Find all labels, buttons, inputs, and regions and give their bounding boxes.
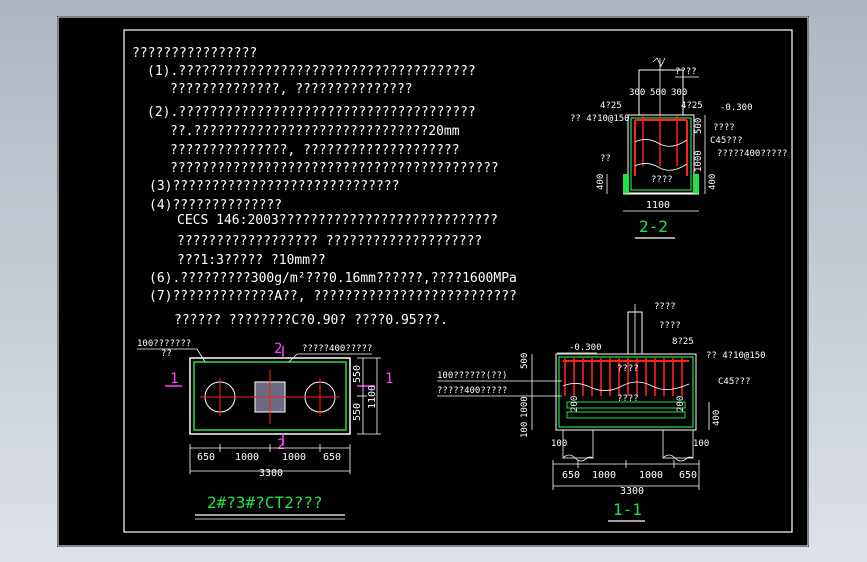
sec11-label: ?????400????? <box>437 386 507 396</box>
sec11-label: ???? <box>617 394 639 404</box>
sec11-label: C45??? <box>718 377 751 387</box>
note-line: ??.??????????????????????????????20mm <box>170 124 460 139</box>
concrete-cover <box>558 356 694 428</box>
dim-text: 200 <box>676 396 686 412</box>
cut-label-2: 2 <box>274 341 282 357</box>
note-line: (3)????????????????????????????? <box>149 179 399 194</box>
sec11-label: ???? <box>659 321 681 331</box>
dim-text: 1100 <box>367 385 378 409</box>
outer-frame <box>57 16 809 547</box>
pile-cap-plan[interactable]: 1 1 2 2 100??????? ?? ?????400????? 650 … <box>137 339 393 520</box>
dim-text: 1000 <box>592 470 616 481</box>
plan-title: 2#?3#?CT2??? <box>207 493 323 512</box>
dim-text: 650 <box>562 470 580 481</box>
note-line: (6).?????????300g/m²???0.16mm??????,????… <box>149 271 517 286</box>
rebar-label: 4?25 <box>681 101 703 111</box>
dim-text: 500 <box>650 88 666 98</box>
concrete-cover <box>630 117 692 191</box>
sec22-label: ?? <box>600 154 611 164</box>
dim-text: 400 <box>712 410 722 426</box>
pile-stub <box>562 429 594 459</box>
drawing-canvas[interactable]: ???????????????? (1).???????????????????… <box>57 16 809 547</box>
dim-total: 3300 <box>620 486 644 497</box>
inner-frame <box>123 29 793 533</box>
dim-text: 1100 <box>646 200 670 211</box>
dim-text: 300 <box>671 88 687 98</box>
note-line: ?????? ????????C?0.90? ????0.95???. <box>174 313 448 328</box>
dim-text: 650 <box>679 470 697 481</box>
general-notes: ???????????????? (1).???????????????????… <box>132 46 517 328</box>
column <box>638 69 684 116</box>
note-line: ???1:3????? ?10mm?? <box>177 253 326 268</box>
sec22-label: ?????400????? <box>717 149 787 159</box>
level-label: -0.300 <box>569 343 602 353</box>
dim-text: 1000 <box>694 150 704 172</box>
dim-text: 650 <box>323 452 341 463</box>
section-title-2-2: 2-2 <box>639 217 668 236</box>
dim-text: 100 <box>693 439 709 449</box>
cap-outline <box>189 357 351 435</box>
pile-stub <box>662 429 694 459</box>
plan-note-right: ?????400????? <box>302 344 372 354</box>
dim-text: 100 <box>551 439 567 449</box>
note-line: ???????????????, ???????????????????? <box>170 143 460 158</box>
dim-text: 1000 <box>282 452 306 463</box>
rebar-label: 8?25 <box>672 337 694 347</box>
section-title-1-1: 1-1 <box>613 500 642 519</box>
dim-text: 550 <box>352 365 363 383</box>
dim-text: 1000 <box>639 470 663 481</box>
sec11-label: 100??????(??) <box>437 371 507 381</box>
note-line: (4)?????????????? <box>149 198 282 213</box>
dim-total: 3300 <box>259 468 283 479</box>
dim-text: 650 <box>197 452 215 463</box>
rebar-label: 4?25 <box>600 101 622 111</box>
plan-note-left: 100??????? <box>137 339 191 349</box>
dim-text: 400 <box>708 174 718 190</box>
note-line: ?????????????????? ???????????????????? <box>177 234 482 249</box>
sec11-label: ???? <box>617 364 639 374</box>
note-line: ????????????????????????????????????????… <box>170 161 499 176</box>
note-line: (2).????????????????????????????????????… <box>147 105 476 120</box>
plan-note-left2: ?? <box>161 349 172 359</box>
cut-label-2: 2 <box>277 437 285 453</box>
stirrup-label: ?? 4?10@150 <box>570 114 630 124</box>
sec11-label: ???? <box>654 302 676 312</box>
level-label: -0.300 <box>720 103 753 113</box>
dim-text: 500 <box>520 353 530 369</box>
cut-label-1: 1 <box>385 371 393 387</box>
sec22-label: C45??? <box>710 136 743 146</box>
dim-text: 500 <box>694 118 704 134</box>
sec22-label: ???? <box>651 175 673 185</box>
dim-text: 1000 <box>235 452 259 463</box>
cap-inner-edge <box>193 361 347 431</box>
drawing-sheet[interactable]: ???????????????? (1).???????????????????… <box>57 16 809 547</box>
dim-text: 200 <box>570 396 580 412</box>
dim-text: 300 <box>629 88 645 98</box>
note-line: (1).????????????????????????????????????… <box>147 64 476 79</box>
note-line: ??????????????, ??????????????? <box>170 82 413 97</box>
section-2-2[interactable]: ???? 1100 300 500 300 4?25 4?25 -0.300 ?… <box>570 57 787 239</box>
sec22-label: ???? <box>675 67 697 77</box>
dim-text: 400 <box>596 174 606 190</box>
stirrup-label: ?? 4?10@150 <box>706 351 766 361</box>
cut-label-1: 1 <box>170 371 178 387</box>
note-line: CECS 146:2003???????????????????????????… <box>177 213 498 228</box>
sec22-label: ???? <box>713 123 735 133</box>
note-line: (7)?????????????A??, ???????????????????… <box>149 289 517 304</box>
notes-heading: ???????????????? <box>132 46 257 61</box>
dim-text: 100 <box>520 422 530 438</box>
section-1-1[interactable]: -0.300 ???? ???? 8?25 ?? 4?10@150 C45???… <box>437 302 766 522</box>
dim-text: 550 <box>352 403 363 421</box>
dim-text: 1000 <box>520 396 530 418</box>
